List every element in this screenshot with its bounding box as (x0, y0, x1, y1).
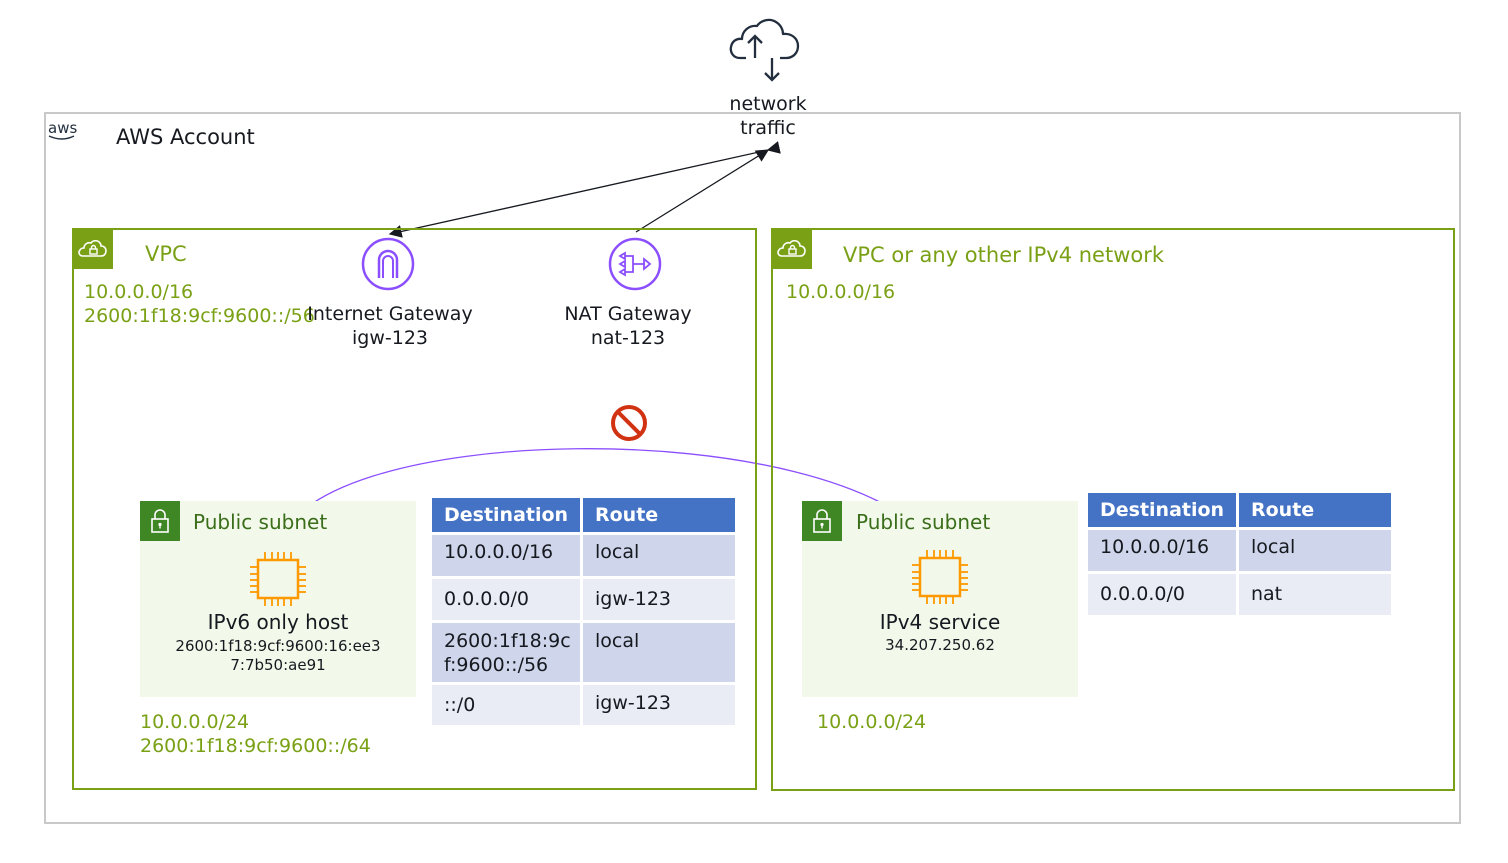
route-table-right: Destination Route 10.0.0.0/16 local 0.0.… (1088, 493, 1391, 618)
ipv4-service-address: 34.207.250.62 (885, 636, 995, 654)
route-table-header-destination: Destination (432, 498, 583, 535)
aws-logo: aws (48, 119, 78, 140)
public-subnet-right-title: Public subnet (856, 510, 991, 534)
subnet-lock-icon (802, 501, 842, 541)
aws-account-group (44, 112, 1461, 824)
route-target: local (1239, 530, 1391, 574)
aws-account-title: AWS Account (116, 125, 255, 149)
ipv6-host-address: 2600:1f18:9cf:9600:16:ee3 7:7b50:ae91 (175, 637, 381, 674)
route-table-header-destination: Destination (1088, 493, 1239, 530)
vpc-right-title: VPC or any other IPv4 network (843, 243, 1165, 267)
ipv6-host-name: IPv6 only host (207, 610, 349, 634)
nat-gateway-label: NAT Gateway nat-123 (564, 303, 692, 349)
table-row: ::/0 igw-123 (432, 685, 735, 728)
ec2-instance-chip-icon[interactable] (249, 551, 307, 607)
ec2-instance-chip-icon[interactable] (911, 549, 969, 605)
subnet-lock-icon (140, 501, 180, 541)
route-dest: ::/0 (432, 685, 583, 728)
vpc-left-group (72, 228, 757, 790)
public-subnet-right-cidr: 10.0.0.0/24 (817, 711, 927, 733)
cloud-upload-download-icon (729, 18, 800, 82)
igw-traffic-arrow (388, 141, 781, 238)
route-dest: 0.0.0.0/0 (1088, 574, 1239, 618)
internet-gateway-label: Internet Gateway igw-123 (307, 303, 473, 349)
vpc-left-title: VPC (145, 242, 187, 266)
internet-gateway-icon[interactable] (360, 236, 416, 292)
route-target: igw-123 (583, 685, 735, 728)
public-subnet-left-title: Public subnet (193, 510, 328, 534)
ipv4-service-name: IPv4 service (879, 610, 1001, 634)
vpc-cloud-lock-icon (772, 229, 812, 269)
vpc-right-cidr: 10.0.0.0/16 (786, 281, 896, 303)
table-row: 0.0.0.0/0 igw-123 (432, 579, 735, 623)
table-row: 10.0.0.0/16 local (1088, 530, 1391, 574)
vpc-right-group (771, 228, 1455, 791)
route-table-header-route: Route (1239, 493, 1391, 530)
route-table-left: Destination Route 10.0.0.0/16 local 0.0.… (432, 498, 735, 728)
table-row: 10.0.0.0/16 local (432, 535, 735, 579)
public-subnet-left-cidrs: 10.0.0.0/24 2600:1f18:9cf:9600::/64 (140, 711, 371, 757)
route-dest: 0.0.0.0/0 (432, 579, 583, 623)
route-table-header-route: Route (583, 498, 735, 535)
nat-gateway-icon[interactable] (607, 236, 663, 292)
route-target: local (583, 623, 735, 685)
table-row: 0.0.0.0/0 nat (1088, 574, 1391, 618)
vpc-left-cidrs: 10.0.0.0/16 2600:1f18:9cf:9600::/56 (84, 281, 315, 327)
route-dest: 10.0.0.0/16 (1088, 530, 1239, 574)
route-dest: 2600:1f18:9c f:9600::/56 (432, 623, 583, 685)
nat-traffic-arrow (635, 149, 770, 233)
route-target: nat (1239, 574, 1391, 618)
vpc-cloud-lock-icon (73, 229, 113, 269)
route-target: local (583, 535, 735, 579)
table-row: 2600:1f18:9c f:9600::/56 local (432, 623, 735, 685)
network-traffic-label: network traffic (729, 93, 807, 139)
blocked-icon (611, 405, 647, 441)
route-target: igw-123 (583, 579, 735, 623)
route-dest: 10.0.0.0/16 (432, 535, 583, 579)
